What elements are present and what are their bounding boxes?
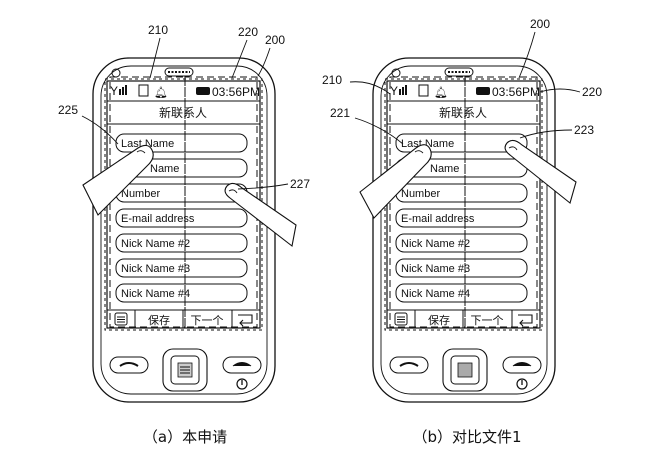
back-icon[interactable] (518, 314, 533, 327)
phone-inner-frame (100, 65, 268, 395)
ref-227: 227 (290, 177, 310, 191)
field-nick-3[interactable] (395, 258, 528, 278)
ref-210: 210 (148, 23, 168, 37)
field-label: Nick Name #3 (401, 263, 470, 275)
panel-b: Y 🔔︎ 03:56PM 新联系人 Last Name Name Number … (322, 17, 602, 446)
field-nick-2[interactable] (395, 233, 528, 253)
ref-220: 220 (582, 85, 602, 99)
bell-icon: 🔔︎ (434, 86, 448, 99)
next-softkey[interactable]: 下一个 (191, 314, 224, 327)
field-label: Number (121, 188, 160, 200)
field-email[interactable] (395, 208, 528, 228)
field-label: E-mail address (121, 213, 195, 225)
back-icon[interactable] (238, 314, 253, 327)
status-bar: Y 🔔︎ 03:56PM (110, 84, 260, 99)
battery-icon (196, 87, 210, 95)
field-nick-2[interactable] (115, 233, 248, 253)
caption-a: （a）本申请 (143, 428, 227, 446)
field-label: Number (401, 188, 440, 200)
save-softkey[interactable]: 保存 (428, 313, 450, 327)
field-label: Nick Name #4 (401, 288, 470, 300)
field-label: Name (150, 163, 179, 175)
ref-220: 220 (238, 25, 258, 39)
ref-223: 223 (574, 123, 594, 137)
field-label: Last Name (121, 138, 174, 150)
menu-icon[interactable] (114, 312, 128, 326)
ref-200: 200 (530, 17, 550, 31)
bell-icon: 🔔︎ (154, 86, 168, 99)
battery-icon (476, 87, 490, 95)
menu-icon[interactable] (394, 312, 408, 326)
power-icon[interactable] (516, 378, 528, 390)
ref-225: 225 (58, 103, 78, 117)
phone-inner-frame (380, 65, 548, 395)
save-softkey[interactable]: 保存 (148, 313, 170, 327)
field-label: Nick Name #4 (121, 288, 190, 300)
status-time: 03:56PM (492, 85, 540, 99)
call-button[interactable] (389, 356, 429, 374)
field-label: E-mail address (401, 213, 475, 225)
region-220 (184, 76, 258, 328)
finger-right (504, 139, 577, 204)
sim-icon (418, 84, 429, 97)
sim-icon (138, 84, 149, 97)
field-label: Nick Name #3 (121, 263, 190, 275)
field-nick-3[interactable] (115, 258, 248, 278)
status-time: 03:56PM (212, 85, 260, 99)
signal-icon: Y (110, 84, 118, 98)
next-softkey[interactable]: 下一个 (471, 314, 504, 327)
field-label: Last Name (401, 138, 454, 150)
field-email[interactable] (115, 208, 248, 228)
screen-title: 新联系人 (439, 105, 487, 120)
ref-200: 200 (265, 33, 285, 47)
status-bar: Y 🔔︎ 03:56PM (390, 84, 540, 99)
region-220 (464, 76, 538, 328)
finger-left (359, 144, 432, 219)
field-nick-4[interactable] (115, 283, 248, 303)
finger-right (224, 182, 297, 247)
call-button[interactable] (109, 356, 149, 374)
field-label: Nick Name #2 (121, 238, 190, 250)
panel-a: Y 🔔︎ 03:56PM 新联系人 Last Name Name Number … (58, 23, 310, 446)
ref-210: 210 (322, 73, 342, 87)
caption-b: （b）对比文件1 (412, 428, 521, 446)
finger-left (82, 144, 154, 216)
field-label: Name (430, 163, 459, 175)
field-nick-4[interactable] (395, 283, 528, 303)
field-label: Nick Name #2 (401, 238, 470, 250)
screen-title: 新联系人 (159, 105, 207, 120)
power-icon[interactable] (236, 378, 248, 390)
ref-221: 221 (330, 106, 350, 120)
signal-icon: Y (390, 84, 398, 98)
